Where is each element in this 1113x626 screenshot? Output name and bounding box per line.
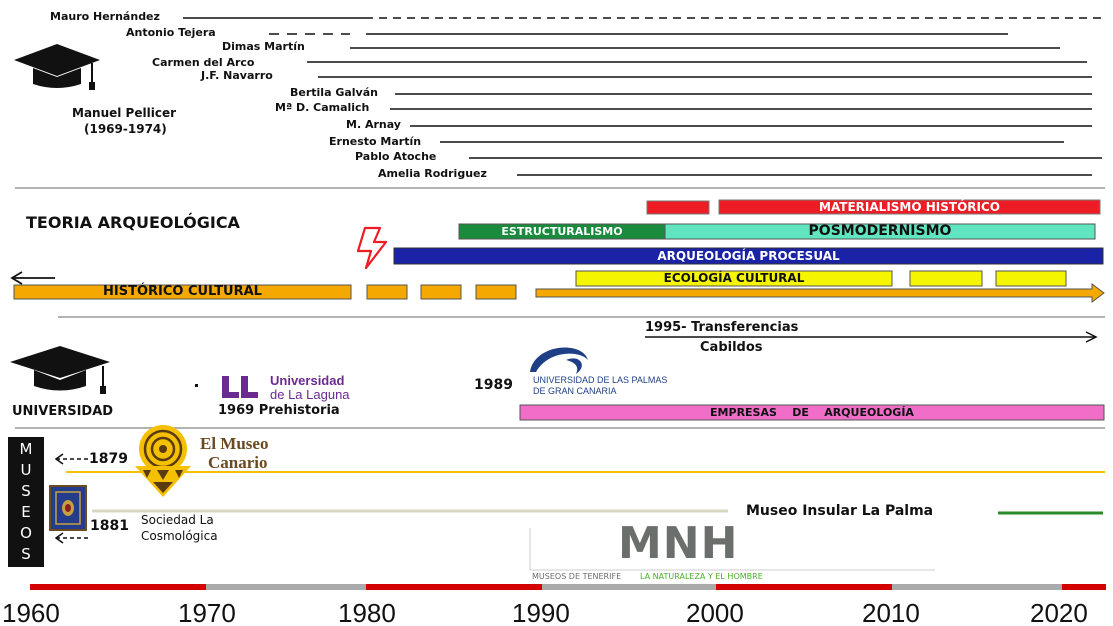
pellicer-name: Manuel Pellicer <box>72 106 176 120</box>
axis-tick-label: 1990 <box>512 598 570 626</box>
person-label: M. Arnay <box>346 118 401 131</box>
ull-name-1: Universidad <box>270 373 345 388</box>
materialismo-label: MATERIALISMO HISTÓRICO <box>819 200 1000 214</box>
graduation-cap-icon <box>10 346 110 394</box>
museos-letter: S <box>21 482 31 500</box>
mnh-subtitle-1: MUSEOS DE TENERIFE <box>532 572 622 581</box>
time-axis <box>30 584 1106 590</box>
historico-bar-segment <box>475 284 517 300</box>
arrow-1879-icon <box>54 453 88 465</box>
historico-bar <box>13 284 352 300</box>
person-label: Antonio Tejera <box>126 26 216 39</box>
museo-canario-name-2: Canario <box>208 453 268 472</box>
museos-letter: O <box>20 524 32 542</box>
transferencias-line-1: 1995- Transferencias <box>645 320 799 335</box>
transferencias-line-2: Cabildos <box>700 340 763 355</box>
prehistoria-label: 1969 Prehistoria <box>218 403 340 418</box>
ecologia-label: ECOLOGÍA CULTURAL <box>663 271 805 285</box>
cosmologica-emblem-icon <box>49 485 87 531</box>
person-label: Carmen del Arco <box>152 56 255 69</box>
pellicer-years: (1969-1974) <box>84 122 167 136</box>
cosmologica-name-1: Sociedad La <box>141 513 214 527</box>
person-label: J.F. Navarro <box>201 69 273 82</box>
posmodernismo-bar <box>664 223 1096 240</box>
year-1879-label: 1879 <box>89 451 128 467</box>
museum-lines <box>66 471 1105 571</box>
museo-insular-label: Museo Insular La Palma <box>746 503 934 519</box>
year-1881-label: 1881 <box>90 518 129 534</box>
historico-bar-segment <box>366 284 408 300</box>
axis-tick-label: 1970 <box>178 598 236 626</box>
axis-tick-label: 2020 <box>1030 598 1088 626</box>
universidad-label: UNIVERSIDAD <box>12 404 114 419</box>
person-label: Amelia Rodriguez <box>378 167 487 180</box>
teoria-title: TEORIA ARQUEOLÓGICA <box>26 213 240 232</box>
transferencias-arrow <box>645 331 1098 343</box>
empresas-label: EMPRESAS DE ARQUEOLOGÍA <box>710 406 914 419</box>
person-label: Mª D. Camalich <box>275 101 370 114</box>
axis-tick-label: 1980 <box>338 598 396 626</box>
arrow-1881-icon <box>54 532 88 544</box>
materialismo-bar <box>718 199 1101 215</box>
museo-canario-logo-icon <box>135 425 191 497</box>
ulpgc-name-1: UNIVERSIDAD DE LAS PALMAS <box>533 375 668 385</box>
historico-arrow <box>535 283 1105 303</box>
historico-label: HISTÓRICO CULTURAL <box>103 284 262 299</box>
procesual-bar <box>393 247 1104 265</box>
axis-tick-label: 2010 <box>862 598 920 626</box>
separators <box>15 187 1105 429</box>
mnh-letters: MNH <box>618 518 739 569</box>
year-1989-label: 1989 <box>474 377 513 393</box>
museos-letter: U <box>20 461 32 479</box>
person-label: Dimas Martín <box>222 40 305 53</box>
theory-bars <box>10 199 1105 303</box>
museos-letter: E <box>21 503 31 521</box>
mnh-subtitle-2: LA NATURALEZA Y EL HOMBRE <box>640 572 763 581</box>
person-label: Bertila Galván <box>290 86 378 99</box>
lightning-icon <box>356 226 388 270</box>
ecologia-bar-short <box>909 270 983 287</box>
historico-bar-segment <box>420 284 462 300</box>
ecologia-bar <box>575 270 893 287</box>
empresas-bar <box>519 404 1105 421</box>
people-lines <box>183 17 1105 176</box>
cosmologica-name-2: Cosmológica <box>141 529 218 543</box>
ecologia-bar-short <box>995 270 1067 287</box>
person-label: Ernesto Martín <box>329 135 422 148</box>
estructuralismo-label: ESTRUCTURALISMO <box>501 225 623 238</box>
person-label: Mauro Hernández <box>50 10 160 23</box>
materialismo-bar-short <box>646 200 710 215</box>
museos-letter: S <box>21 545 31 563</box>
person-label: Pablo Atoche <box>355 150 437 163</box>
ulpgc-name-2: DE GRAN CANARIA <box>533 386 617 396</box>
left-arrow-icon <box>10 271 55 285</box>
posmodernismo-label: POSMODERNISMO <box>808 223 952 239</box>
procesual-label: ARQUEOLOGÍA PROCESUAL <box>657 249 840 263</box>
museos-letter: M <box>19 440 33 458</box>
ull-name-2: de La Laguna <box>270 387 350 402</box>
ulpgc-logo-icon <box>530 347 588 374</box>
axis-tick-label: 1960 <box>2 598 60 626</box>
museo-canario-name-1: El Museo <box>200 434 269 453</box>
graduation-cap-icon <box>14 44 100 90</box>
museos-column <box>8 437 44 567</box>
axis-tick-label: 2000 <box>686 598 744 626</box>
ull-logo-icon <box>195 376 258 398</box>
